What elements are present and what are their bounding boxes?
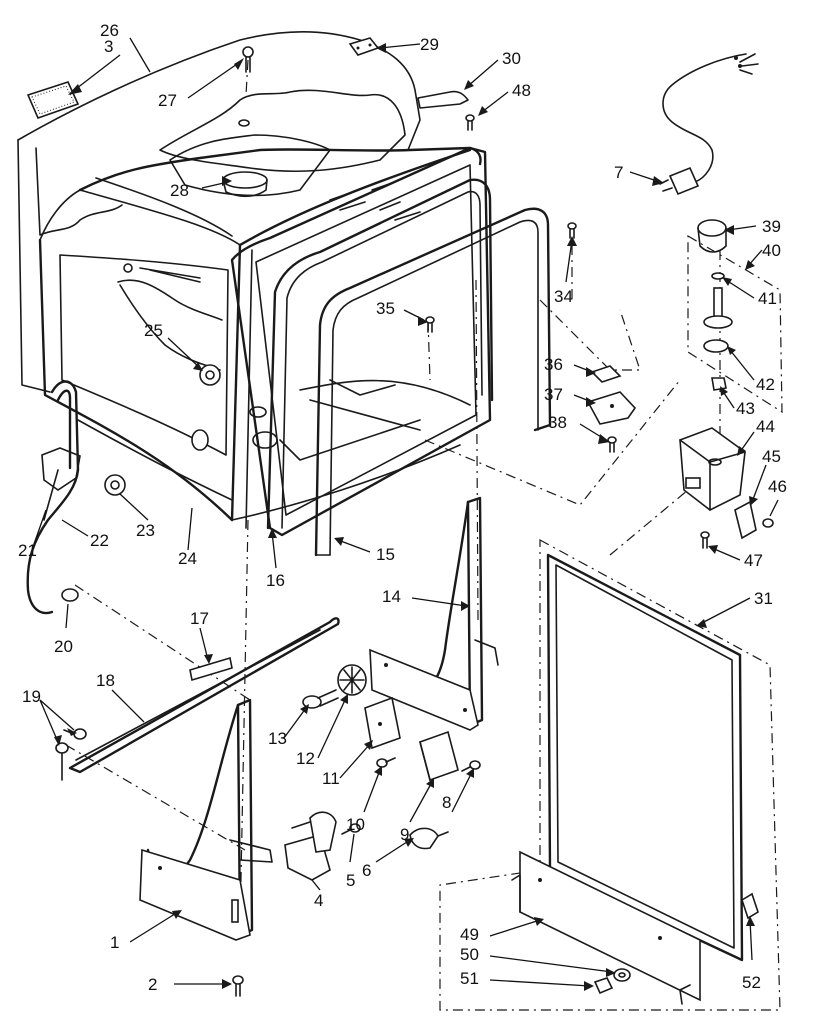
callout-28: 28 bbox=[170, 181, 189, 200]
callout-24: 24 bbox=[178, 549, 197, 568]
part-36-spacer bbox=[590, 365, 622, 383]
callout-37: 37 bbox=[544, 385, 563, 404]
part-12-wheel bbox=[337, 664, 367, 696]
part-42-float-stem bbox=[703, 287, 733, 353]
callout-49: 49 bbox=[460, 925, 479, 944]
part-39-float bbox=[697, 219, 727, 253]
callout-42: 42 bbox=[756, 375, 775, 394]
callout-17: 17 bbox=[190, 609, 209, 628]
callout-48: 48 bbox=[512, 81, 531, 100]
callout-35: 35 bbox=[376, 299, 395, 318]
part-37-clip bbox=[586, 391, 637, 425]
callout-7: 7 bbox=[614, 163, 623, 182]
part-20-hose-clamp bbox=[61, 588, 79, 602]
callout-26: 26 bbox=[100, 21, 119, 40]
part-48-screw bbox=[465, 114, 475, 131]
part-30-bracket bbox=[417, 90, 469, 109]
callout-31: 31 bbox=[754, 589, 773, 608]
callout-30: 30 bbox=[502, 49, 521, 68]
part-4-valve-bracket bbox=[284, 811, 337, 881]
callout-2: 2 bbox=[148, 975, 157, 994]
part-43-nut bbox=[711, 377, 727, 391]
callout-21: 21 bbox=[18, 541, 37, 560]
part-6-clip bbox=[409, 827, 449, 850]
part-31-door-panel bbox=[546, 553, 744, 962]
callout-4: 4 bbox=[314, 891, 323, 910]
callout-39: 39 bbox=[762, 217, 781, 236]
callout-10: 10 bbox=[346, 815, 365, 834]
callout-47: 47 bbox=[744, 551, 763, 570]
part-11-bracket bbox=[364, 696, 401, 750]
part-27-screw bbox=[238, 46, 254, 127]
callout-5: 5 bbox=[346, 871, 355, 890]
callout-44: 44 bbox=[756, 417, 775, 436]
callout-45: 45 bbox=[762, 447, 781, 466]
callout-16: 16 bbox=[266, 571, 285, 590]
callout-27: 27 bbox=[158, 91, 177, 110]
part-16-door-gasket bbox=[266, 178, 494, 530]
callout-15: 15 bbox=[376, 545, 395, 564]
callout-40: 40 bbox=[762, 241, 781, 260]
callout-43: 43 bbox=[736, 399, 755, 418]
callout-13: 13 bbox=[268, 729, 287, 748]
part-51-nut bbox=[593, 977, 614, 995]
callout-20: 20 bbox=[54, 637, 73, 656]
part-23-grommet bbox=[104, 474, 126, 496]
part-50-washer bbox=[613, 968, 631, 982]
callout-29: 29 bbox=[420, 35, 439, 54]
callout-19: 19 bbox=[22, 687, 41, 706]
part-14-right-frame bbox=[369, 496, 499, 731]
callout-6: 6 bbox=[362, 861, 371, 880]
part-38-screw bbox=[607, 436, 617, 453]
part-10-screw bbox=[376, 757, 396, 768]
part-41-ring bbox=[711, 272, 725, 280]
part-2-screw bbox=[232, 975, 244, 997]
part-29-clip bbox=[348, 37, 380, 56]
callout-14: 14 bbox=[382, 587, 401, 606]
callout-18: 18 bbox=[96, 671, 115, 690]
callout-38: 38 bbox=[548, 413, 567, 432]
callout-11: 11 bbox=[322, 769, 340, 788]
part-17-pad bbox=[189, 656, 233, 682]
callout-23: 23 bbox=[136, 521, 155, 540]
part-26-tub-blanket bbox=[17, 30, 421, 393]
part-7-power-cord bbox=[659, 53, 759, 196]
callout-3: 3 bbox=[104, 37, 113, 56]
part-1-left-frame bbox=[139, 698, 273, 941]
callout-36: 36 bbox=[544, 355, 563, 374]
callout-41: 41 bbox=[758, 289, 777, 308]
part-45-switch-lever bbox=[734, 500, 757, 540]
part-44-float-switch bbox=[679, 427, 746, 511]
part-52-hinge-pin bbox=[741, 892, 759, 920]
callout-1: 1 bbox=[110, 933, 119, 952]
callout-50: 50 bbox=[460, 945, 479, 964]
part-18-toe-rail bbox=[68, 617, 340, 774]
callout-46: 46 bbox=[768, 477, 787, 496]
part-25-nut bbox=[191, 364, 221, 451]
part-15-door-seal bbox=[314, 207, 552, 557]
callout-labels: 1234567891011121314151617181920212223242… bbox=[18, 21, 787, 994]
part-3-insulation-block bbox=[26, 81, 80, 120]
callout-8: 8 bbox=[442, 793, 451, 812]
part-34-screw bbox=[567, 222, 577, 239]
part-47-screw bbox=[700, 531, 710, 549]
callout-22: 22 bbox=[90, 531, 109, 550]
part-9-bracket bbox=[419, 730, 459, 782]
part-24-tub-body bbox=[38, 89, 492, 537]
callout-9: 9 bbox=[400, 825, 409, 844]
callout-25: 25 bbox=[144, 321, 163, 340]
callout-34: 34 bbox=[554, 287, 573, 306]
part-46-screw bbox=[762, 518, 774, 528]
part-8-screw bbox=[461, 760, 481, 772]
part-49-door-trim bbox=[511, 850, 701, 1005]
callout-52: 52 bbox=[742, 973, 761, 992]
callout-arrows bbox=[33, 37, 779, 991]
part-22-drain-hose bbox=[26, 380, 80, 615]
part-35-screw bbox=[425, 316, 435, 333]
callout-12: 12 bbox=[296, 749, 315, 768]
part-5-screw bbox=[341, 823, 361, 835]
callout-51: 51 bbox=[460, 969, 479, 988]
